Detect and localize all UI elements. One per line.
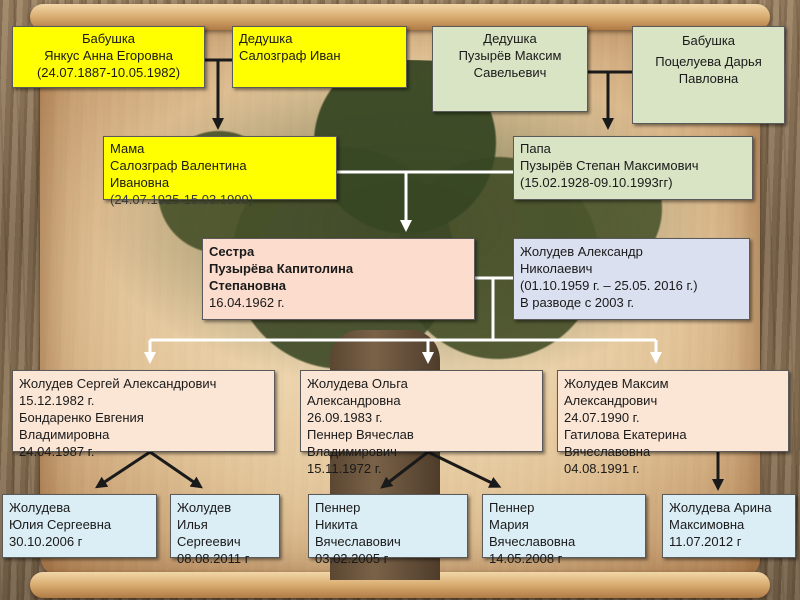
box-line: Владимировна	[19, 427, 110, 442]
box-line: Вячеславовна	[489, 534, 576, 549]
grandmother-yankus-box: Бабушка Янкус Анна Егоровна (24.07.1887-…	[12, 26, 205, 88]
box-line: Бондаренко Евгения	[19, 410, 144, 425]
son-maxim-box: Жолудев Максим Александрович 24.07.1990 …	[557, 370, 789, 476]
box-line: Пузырёв Степан Максимович	[520, 158, 699, 173]
box-line: 15.12.1982 г.	[19, 393, 95, 408]
box-line: 08.08.2011 г	[177, 551, 250, 566]
box-line: Павловна	[678, 71, 739, 86]
box-line: Никита	[315, 517, 358, 532]
box-line: Жолудев Максим	[564, 376, 669, 391]
box-line: Бабушка	[81, 31, 136, 46]
box-line: 24.04.1987 г.	[19, 444, 95, 459]
box-line: 03.02.2005 г	[315, 551, 389, 566]
husband-box: Жолудев Александр Николаевич (01.10.1959…	[513, 238, 750, 320]
box-line: Бабушка	[681, 33, 736, 48]
granddaughter-maria-box: Пеннер Мария Вячеславовна 14.05.2008 г	[482, 494, 646, 566]
box-line: Янкус Анна Егоровна	[44, 48, 173, 63]
box-line: Пузырёв Максим	[458, 48, 562, 63]
box-line: (01.10.1959 г. – 25.05. 2016 г.)	[520, 278, 698, 293]
granddaughter-arina-box: Жолудева Арина Максимовна 11.07.2012 г	[662, 494, 796, 558]
box-line: Мария	[489, 517, 529, 532]
grandmother-potseluyeva-box: Бабушка Поцелуева Дарья Павловна	[632, 26, 785, 124]
scroll-roll-top	[30, 4, 770, 30]
box-line: Салозграф Валентина	[110, 158, 247, 173]
box-line: (24.07.1925-15.03.1999)	[110, 192, 254, 207]
box-line: Юлия Сергеевна	[9, 517, 112, 532]
grandson-ilya-box: Жолудев Илья Сергеевич 08.08.2011 г	[170, 494, 280, 566]
box-line: Александровна	[307, 393, 401, 408]
box-line: Вячеславовна	[564, 444, 651, 459]
box-line: Жолудев Сергей Александрович	[19, 376, 217, 391]
box-line: Гатилова Екатерина	[564, 427, 687, 442]
box-line: Жолудева Ольга	[307, 376, 408, 391]
granddaughter-yulia-box: Жолудева Юлия Сергеевна 30.10.2006 г	[2, 494, 157, 558]
box-line: Мама	[110, 141, 145, 156]
box-line: Пеннер	[315, 500, 361, 515]
mother-box: Мама Салозграф Валентина Ивановна (24.07…	[103, 136, 337, 207]
daughter-olga-box: Жолудева Ольга Александровна 26.09.1983 …	[300, 370, 543, 476]
box-line: В разводе с 2003 г.	[520, 295, 635, 310]
box-line: Илья	[177, 517, 208, 532]
box-line: 15.11.1972 г.	[307, 461, 382, 476]
box-line: 14.05.2008 г	[489, 551, 563, 566]
box-line: Пеннер Вячеслав	[307, 427, 414, 442]
box-line: Ивановна	[110, 175, 170, 190]
sister-box: Сестра Пузырёва Капитолина Степановна 16…	[202, 238, 475, 320]
box-line: Владимирович	[307, 444, 397, 459]
box-line: Степановна	[209, 278, 286, 293]
box-line: Поцелуева Дарья	[655, 54, 762, 69]
son-sergey-box: Жолудев Сергей Александрович 15.12.1982 …	[12, 370, 275, 459]
box-line: Сестра	[209, 244, 255, 259]
box-line: (24.07.1887-10.05.1982)	[36, 65, 181, 80]
box-line: Николаевич	[520, 261, 593, 276]
box-line: Жолудева Арина	[669, 500, 772, 515]
father-box: Папа Пузырёв Степан Максимович (15.02.19…	[513, 136, 753, 200]
box-line: Дедушка	[239, 31, 293, 46]
box-line: Жолудев Александр	[520, 244, 643, 259]
box-line: Пеннер	[489, 500, 535, 515]
box-line: Максимовна	[669, 517, 745, 532]
box-line: 24.07.1990 г.	[564, 410, 640, 425]
box-line: Жолудева	[9, 500, 71, 515]
box-line: 11.07.2012 г	[669, 534, 742, 549]
box-line: 26.09.1983 г.	[307, 410, 383, 425]
box-line: (15.02.1928-09.10.1993гг)	[520, 175, 673, 190]
box-line: 04.08.1991 г.	[564, 461, 640, 476]
box-line: 16.04.1962 г.	[209, 295, 285, 310]
box-line: Вячеславович	[315, 534, 401, 549]
box-line: 30.10.2006 г	[9, 534, 83, 549]
box-line: Дедушка	[483, 31, 537, 46]
grandfather-salozgraf-box: Дедушка Салозграф Иван	[232, 26, 407, 88]
grandson-nikita-box: Пеннер Никита Вячеславович 03.02.2005 г	[308, 494, 468, 566]
box-line: Александрович	[564, 393, 658, 408]
box-line: Пузырёва Капитолина	[209, 261, 354, 276]
box-line: Сергеевич	[177, 534, 241, 549]
box-line: Савельевич	[473, 65, 547, 80]
box-line: Салозграф Иван	[239, 48, 341, 63]
box-line: Папа	[520, 141, 551, 156]
grandfather-puzyryov-box: Дедушка Пузырёв Максим Савельевич	[432, 26, 588, 112]
box-line: Жолудев	[177, 500, 232, 515]
